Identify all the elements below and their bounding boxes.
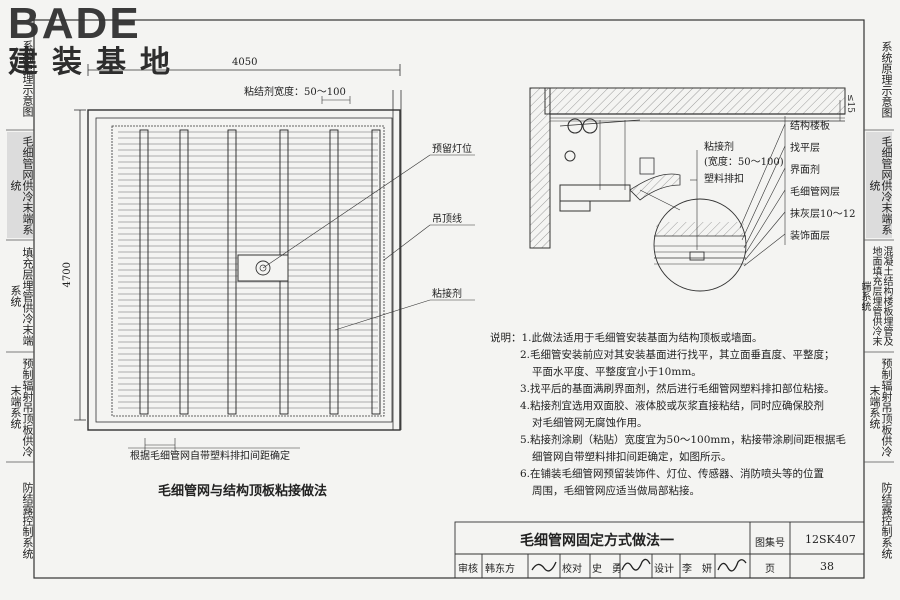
layer-label-1: 结构楼板 [790, 121, 830, 132]
page-label: 页 [765, 564, 775, 575]
left-tab-2[interactable]: 毛细管网供冷末端系统 [7, 132, 34, 238]
right-tab-3[interactable]: 混凝土结构楼板埋管及地面填充层埋管供冷末端系统 [859, 246, 892, 346]
layer-label-2: 找平层 [790, 143, 820, 154]
plastic-clip-label: 塑料排扣 [704, 174, 744, 185]
atlas-label: 图集号 [755, 538, 785, 549]
section-adhesive-label: 粘接剂 [704, 142, 734, 153]
note-line: 5.粘接剂涂刷（粘贴）宽度宜为50～100mm，粘接带涂刷间距根据毛 [520, 434, 846, 446]
left-tab-3[interactable]: 填充层埋管供冷末端系统 [9, 246, 34, 346]
atlas-number: 12SK407 [805, 533, 856, 546]
section-adhesive-width: (宽度：50～100) [704, 157, 784, 168]
left-tab-1[interactable]: 系统原理示意图 [21, 39, 34, 117]
logo: BADE 建装基地 [8, 2, 188, 80]
checker-signature [621, 558, 651, 571]
adhesive-strip [371, 129, 381, 415]
right-tab-2[interactable]: 毛细管网供冷末端系统 [866, 132, 893, 238]
note-line: 3.找平后的基面满刷界面剂，然后进行毛细管网塑料排扣部位粘接。 [520, 383, 835, 395]
note-line: 4.粘接剂宜选用双面胶、液体胶或灰浆直接粘结，同时应确保胶剂 [520, 400, 825, 412]
section-dimension: ≤15 [845, 94, 855, 113]
plan-height-dimension: 4700 [62, 262, 73, 288]
reviewer-signature [531, 561, 557, 572]
logo-text: BADE [8, 0, 141, 48]
reserved-light-label: 预留灯位 [432, 144, 472, 155]
plan-width-dimension: 4050 [232, 57, 258, 68]
adhesive-strip [139, 129, 149, 415]
adhesive-width-label: 粘结剂宽度：50～100 [244, 87, 346, 98]
adhesive-strip [179, 129, 189, 415]
designer-signature [717, 559, 747, 572]
adhesive-label: 粘接剂 [432, 289, 462, 300]
note-line: 平面水平度、平整度宜小于10mm。 [532, 366, 702, 378]
right-tab-4[interactable]: 预制辐射吊顶板供冷末端系统 [868, 357, 893, 457]
note-line: 对毛细管网无腐蚀作用。 [532, 417, 648, 429]
adhesive-strip [227, 129, 237, 415]
plan-view [74, 64, 475, 452]
layer-label-5: 抹灰层10～12 [790, 209, 856, 220]
adhesive-strip [329, 129, 339, 415]
note-line: 说明：1.此做法适用于毛细管安装基面为结构顶板或墙面。 [490, 332, 763, 344]
left-tab-4[interactable]: 预制辐射吊顶板供冷末端系统 [9, 357, 34, 457]
left-tab-5[interactable]: 防结露控制系统 [21, 481, 34, 559]
reviewer-name: 韩东方 [485, 564, 515, 575]
section-view [529, 87, 846, 292]
right-tab-1[interactable]: 系统原理示意图 [880, 40, 893, 118]
layer-label-6: 装饰面层 [790, 231, 830, 242]
check-label: 校对 [562, 564, 582, 575]
layer-label-4: 毛细管网层 [790, 187, 840, 198]
logo-subtext: 建装基地 [8, 45, 184, 80]
ceiling-line-label: 吊顶线 [432, 214, 462, 225]
page-number: 38 [820, 560, 834, 573]
plan-caption: 毛细管网与结构顶板粘接做法 [158, 484, 328, 499]
drawing-title: 毛细管网固定方式做法一 [520, 533, 674, 549]
note-line: 细管网自带塑料排扣间距确定，如图所示。 [532, 451, 732, 463]
note-line: 周围，毛细管网应适当做局部粘接。 [532, 485, 700, 497]
title-block-frame [454, 521, 865, 579]
review-label: 审核 [458, 564, 478, 575]
note-line: 6.在铺装毛细管网预留装饰件、灯位、传感器、消防喷头等的位置 [520, 468, 825, 480]
plan-bottom-note: 根据毛细管网自带塑料排扣间距确定 [130, 451, 290, 462]
layer-label-3: 界面剂 [790, 165, 820, 176]
design-label: 设计 [654, 564, 674, 575]
note-line: 2.毛细管安装前应对其安装基面进行找平，其立面垂直度、平整度； [520, 349, 835, 361]
checker-name: 史 勇 [592, 564, 622, 575]
right-tab-5[interactable]: 防结露控制系统 [880, 481, 893, 559]
designer-name: 李 妍 [682, 564, 712, 575]
